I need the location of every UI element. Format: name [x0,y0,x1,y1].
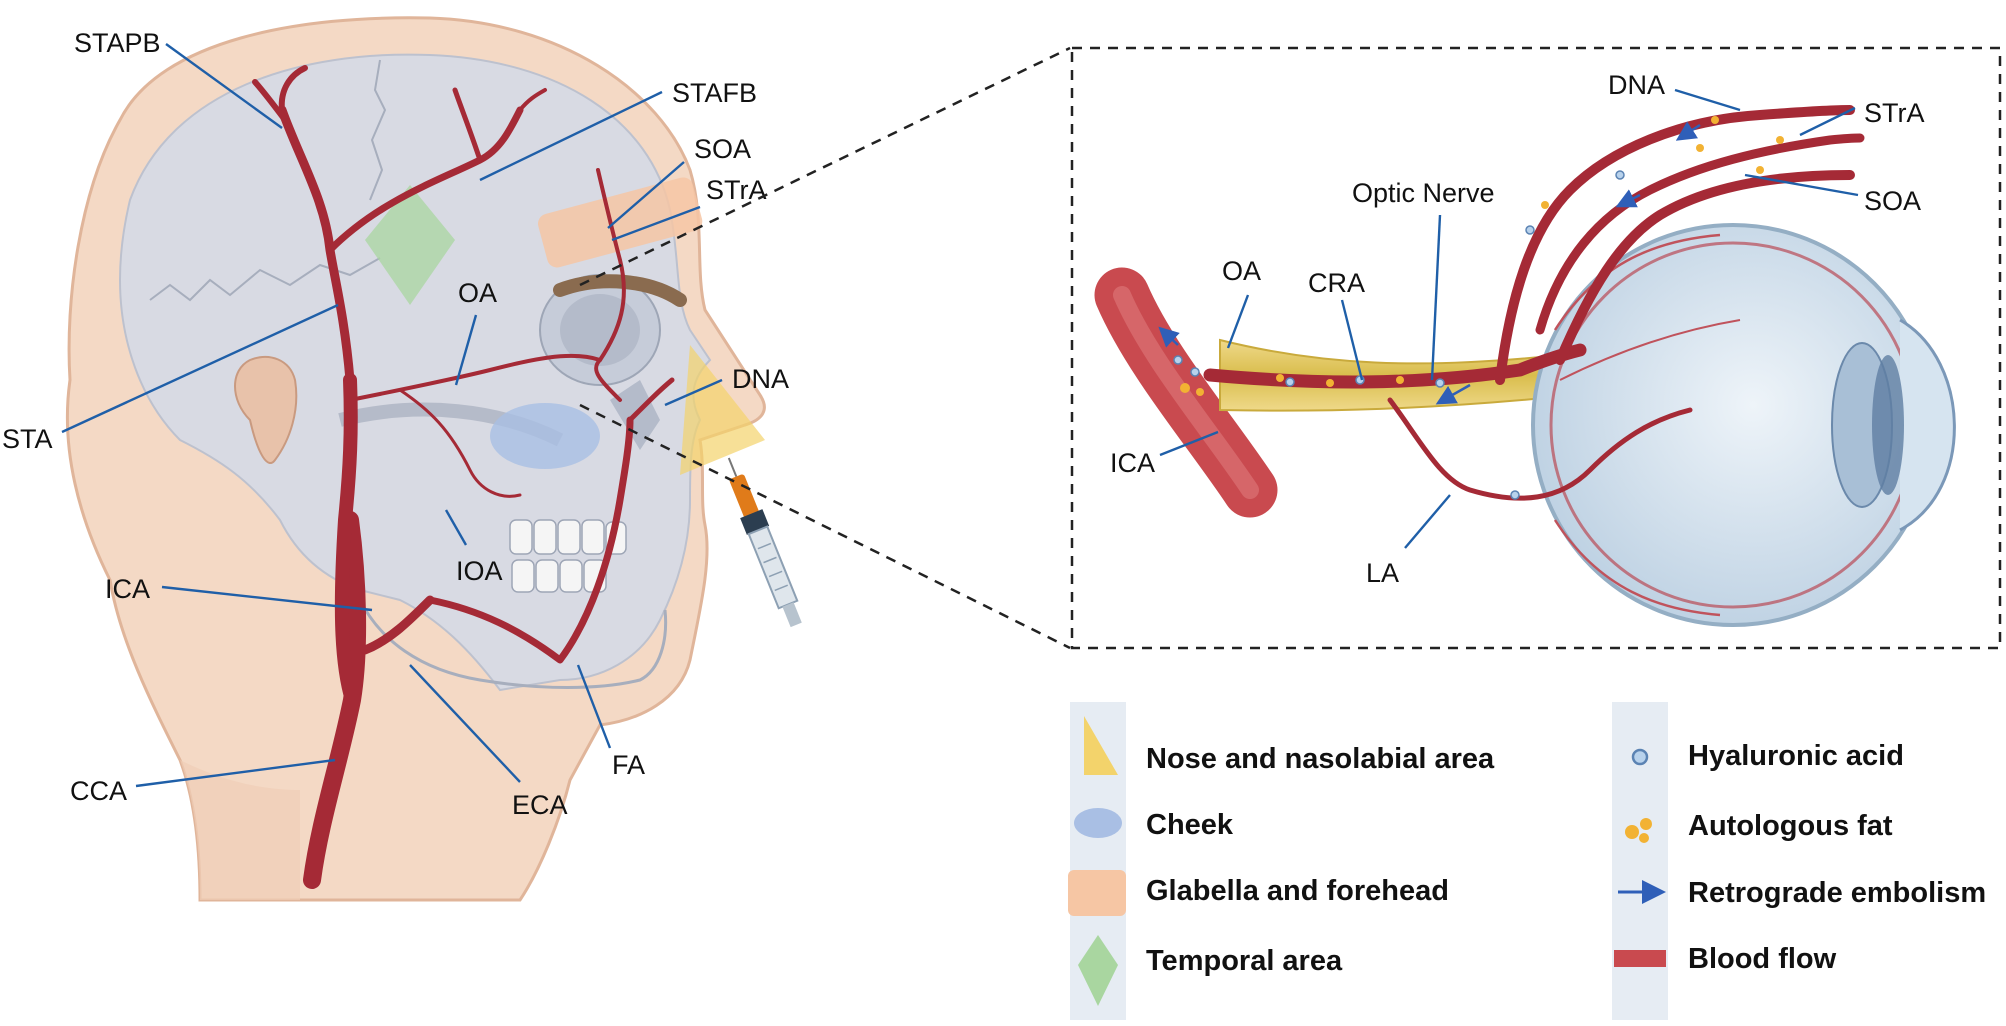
glabella-rect-icon [1068,870,1126,916]
legend-item-hyaluronic: Hyaluronic acid [1631,740,1904,772]
legend-label-cheek: Cheek [1146,809,1234,841]
label-stapb: STAPB [74,28,161,58]
label-cca: CCA [70,776,127,806]
inset-arteries [1203,105,1865,501]
nose-area [680,345,765,475]
legend: Nose and nasolabial area Cheek Glabella … [1068,702,1986,1020]
head-labels: STAPB STAFB SOA STrA OA DNA STA IOA ICA … [2,28,789,820]
syringe-icon [727,457,802,628]
cheek-ellipse-icon [1074,808,1122,838]
glabella-area [537,177,703,268]
label-ica-inset: ICA [1110,448,1155,478]
legend-label-nose: Nose and nasolabial area [1146,743,1495,775]
legend-label-glabella: Glabella and forehead [1146,875,1449,907]
label-soa-inset: SOA [1864,186,1921,216]
embolus-particles [1173,116,1784,500]
legend-label-blood: Blood flow [1688,943,1837,975]
retrograde-arrows [1158,121,1701,405]
label-dna-inset: DNA [1608,70,1665,100]
inset-leader-lines [1159,88,1859,549]
label-sta: STA [2,424,53,454]
legend-label-hyaluronic: Hyaluronic acid [1688,740,1904,772]
cheek-area [490,403,600,469]
hyaluronic-dot-icon [1631,748,1649,766]
legend-label-temporal: Temporal area [1146,945,1343,977]
temporal-area [365,185,455,305]
label-ioa: IOA [456,556,503,586]
label-la: LA [1366,558,1399,588]
zoom-lines [579,46,1071,650]
label-eca: ECA [512,790,568,820]
label-oa-inset: OA [1222,256,1261,286]
label-dna-head: DNA [732,364,789,394]
fat-globule-icon [1625,818,1652,843]
label-stra-head: STrA [706,175,767,205]
legend-item-glabella: Glabella and forehead [1068,870,1449,916]
legend-item-temporal: Temporal area [1078,935,1343,1006]
label-soa-head: SOA [694,134,751,164]
nose-triangle-icon [1084,716,1118,775]
legend-label-fat: Autologous fat [1688,810,1893,842]
label-stra-inset: STrA [1864,98,1925,128]
ear [234,355,298,464]
legend-item-blood: Blood flow [1614,943,1837,975]
label-fa: FA [612,750,645,780]
temporal-diamond-icon [1078,935,1118,1006]
head-illustration [65,16,802,902]
legend-item-fat: Autologous fat [1625,810,1893,843]
label-stafb: STAFB [672,78,757,108]
eye-inset: DNA STrA SOA Optic Nerve OA CRA ICA LA [1070,46,2002,650]
label-optic-nerve: Optic Nerve [1352,178,1495,208]
legend-label-retrograde: Retrograde embolism [1688,877,1986,909]
legend-item-cheek: Cheek [1074,808,1234,841]
legend-item-retrograde: Retrograde embolism [1618,877,1986,909]
label-ica-head: ICA [105,574,150,604]
inset-frame [1070,46,2002,650]
legend-item-nose: Nose and nasolabial area [1084,716,1495,775]
red-bar-icon [1614,950,1666,967]
label-oa-head: OA [458,278,497,308]
head-leader-lines [61,43,723,788]
cornea [1899,318,1956,532]
head-arteries [252,65,675,889]
label-cra: CRA [1308,268,1365,298]
